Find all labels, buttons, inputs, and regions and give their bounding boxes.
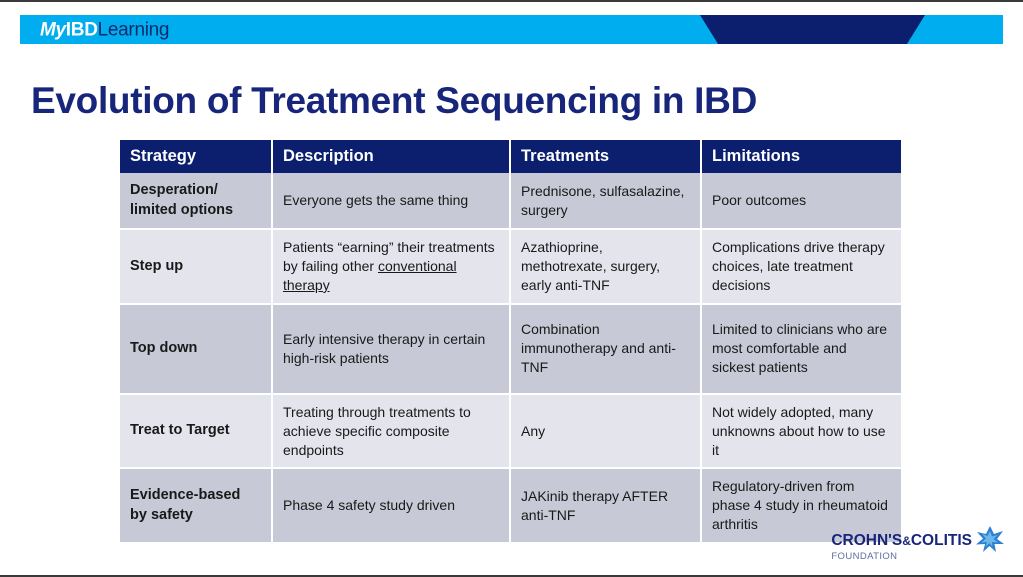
cell-limitations: Not widely adopted, many unknowns about … <box>701 393 901 470</box>
column-header-description: Description <box>272 140 511 173</box>
cell-description: Early intensive therapy in certain high-… <box>272 303 511 395</box>
brand-my-text: My <box>40 19 66 40</box>
table-row: Treat to Target Treating through treatme… <box>120 393 901 470</box>
cell-treatments: Any <box>510 393 702 470</box>
column-header-strategy: Strategy <box>120 140 273 173</box>
table-row: Evidence-based by safety Phase 4 safety … <box>120 468 901 545</box>
cell-limitations: Regulatory-driven from phase 4 study in … <box>701 468 901 545</box>
cell-treatments: Azathioprine, methotrexate, surgery, ear… <box>510 229 702 305</box>
cell-treatments: Combination immunotherapy and anti-TNF <box>510 303 702 395</box>
cell-description: Treating through treatments to achieve s… <box>272 393 511 470</box>
starburst-icon <box>976 526 1004 552</box>
column-header-treatments: Treatments <box>510 140 702 173</box>
cell-strategy: Treat to Target <box>120 393 273 470</box>
foundation-name: CROHN'S&COLITIS <box>831 533 972 549</box>
top-banner: MyIBDLearning <box>20 15 1003 44</box>
foundation-name-crohns: CROHN'S <box>831 532 903 549</box>
treatment-sequencing-table-wrapper: Strategy Description Treatments Limitati… <box>120 140 901 545</box>
cell-description: Patients “earning” their treatments by f… <box>272 229 511 305</box>
cell-strategy: Desperation/ limited options <box>120 173 273 231</box>
foundation-name-colitis: COLITIS <box>910 532 972 549</box>
description-underlined-text: conventional therapy <box>283 258 457 293</box>
description-text: Patients “earning” their treatments by f… <box>283 239 495 275</box>
cell-strategy: Top down <box>120 303 273 395</box>
cell-treatments: Prednisone, sulfasalazine, surgery <box>510 173 702 231</box>
cell-limitations: Limited to clinicians who are most comfo… <box>701 303 901 395</box>
cell-strategy: Step up <box>120 229 273 305</box>
foundation-subtitle: FOUNDATION <box>831 550 898 562</box>
cell-limitations: Poor outcomes <box>701 173 901 231</box>
brand-logo: MyIBDLearning <box>40 20 169 39</box>
foundation-logo: CROHN'S&COLITIS FOUNDATION <box>831 526 1005 561</box>
cell-description: Everyone gets the same thing <box>272 173 511 231</box>
cell-limitations: Complications drive therapy choices, lat… <box>701 229 901 305</box>
cell-strategy: Evidence-based by safety <box>120 468 273 545</box>
foundation-name-ampersand: & <box>902 534 911 548</box>
table-row: Desperation/ limited options Everyone ge… <box>120 173 901 231</box>
foundation-logo-text: CROHN'S&COLITIS FOUNDATION <box>831 527 972 561</box>
column-header-limitations: Limitations <box>701 140 901 173</box>
brand-learning-text: Learning <box>97 19 170 40</box>
brand-ibd-text: IBD <box>65 19 98 40</box>
page-title: Evolution of Treatment Sequencing in IBD <box>31 80 757 121</box>
table-row: Step up Patients “earning” their treatme… <box>120 229 901 305</box>
table-header-row: Strategy Description Treatments Limitati… <box>120 140 901 173</box>
table-row: Top down Early intensive therapy in cert… <box>120 303 901 395</box>
banner-wedge-shape <box>700 15 925 44</box>
cell-treatments: JAKinib therapy AFTER anti-TNF <box>510 468 702 545</box>
treatment-sequencing-table: Strategy Description Treatments Limitati… <box>120 140 901 545</box>
cell-description: Phase 4 safety study driven <box>272 468 511 545</box>
